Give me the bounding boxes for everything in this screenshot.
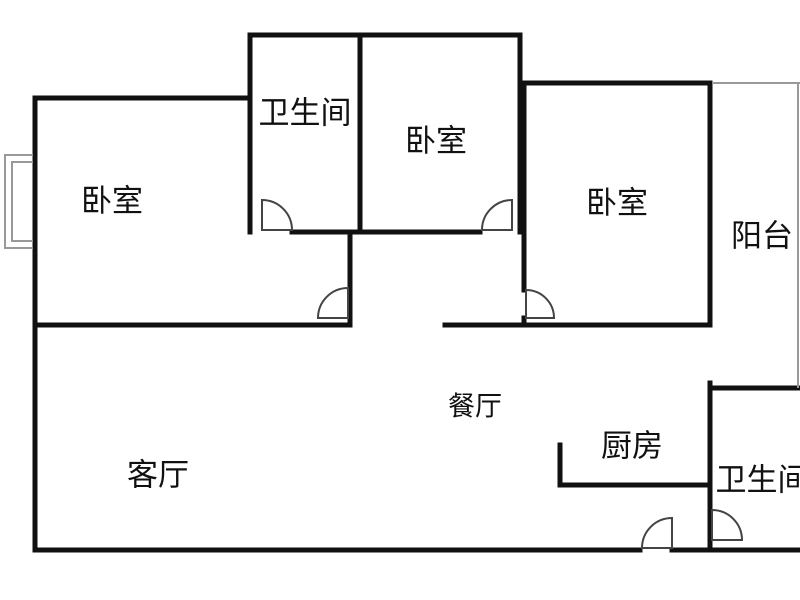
room-label-dining-room: 餐厅 [448, 391, 502, 423]
room-label-bedroom-west: 卧室 [81, 183, 143, 220]
thin-lines [4, 82, 800, 388]
room-label-bathroom-east: 卫生间 [715, 462, 800, 499]
door-bath-north [261, 198, 294, 231]
walls [32, 32, 800, 553]
doors [261, 198, 744, 549]
room-label-kitchen: 厨房 [601, 428, 663, 465]
door-bath-east [711, 508, 744, 541]
window-west [4, 154, 33, 249]
door-bedroom-west [316, 286, 349, 319]
door-bedroom-east [525, 288, 556, 319]
room-label-bathroom-north: 卫生间 [258, 95, 352, 132]
door-entrance [640, 516, 673, 549]
room-label-bedroom-east: 卧室 [586, 185, 648, 222]
door-bedroom-north [480, 198, 513, 231]
room-label-balcony: 阳台 [731, 218, 793, 255]
room-label-bedroom-north: 卧室 [405, 123, 467, 160]
room-label-living-room: 客厅 [127, 457, 189, 494]
